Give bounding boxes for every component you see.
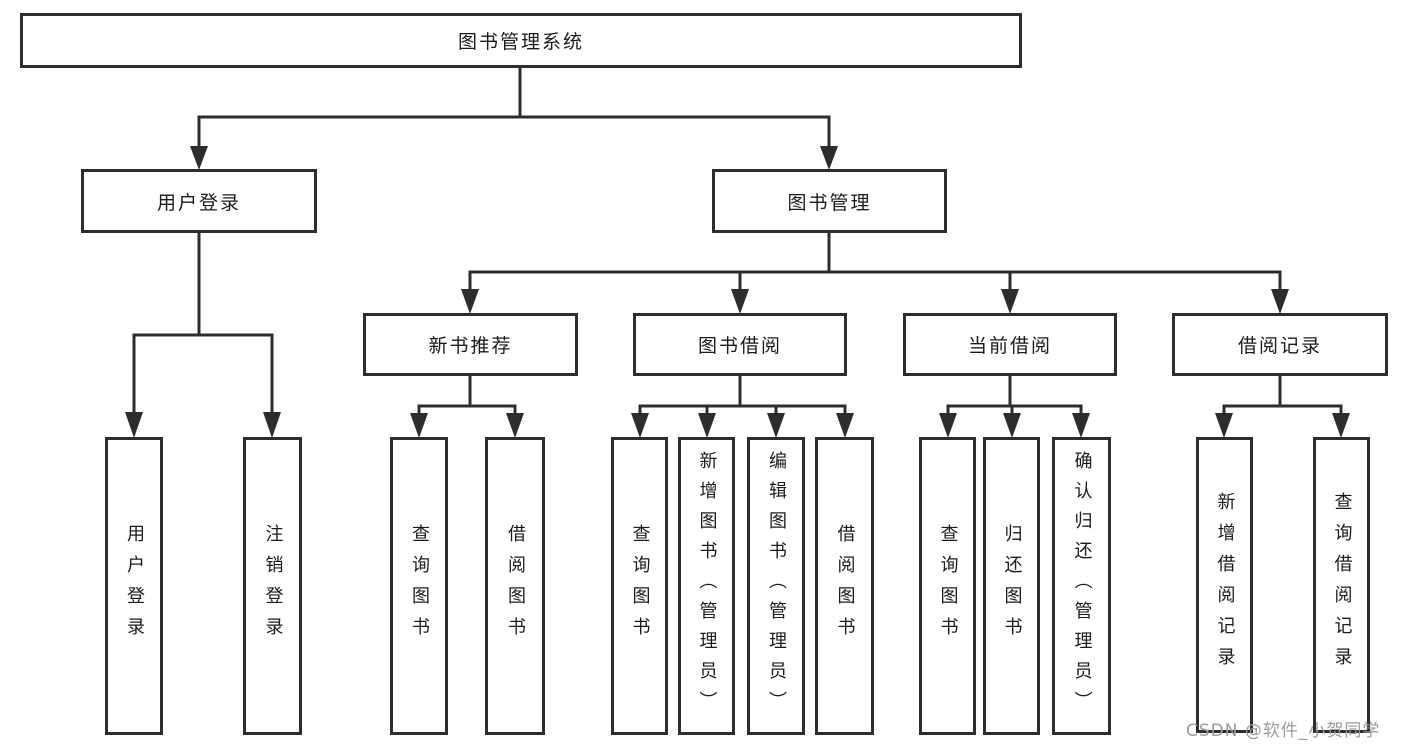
node-leaf-query-record-label: 查询借阅记录 xyxy=(1331,492,1353,678)
connector-new-books-children xyxy=(417,376,517,415)
node-root: 图书管理系统 xyxy=(20,13,1022,68)
node-leaf-query-books-1-label: 查询图书 xyxy=(409,524,430,648)
node-leaf-query-books-2-label: 查询图书 xyxy=(629,524,651,648)
node-leaf-query-record: 查询借阅记录 xyxy=(1313,437,1370,733)
node-leaf-return-books: 归还图书 xyxy=(983,437,1040,735)
node-book-borrow-label: 图书借阅 xyxy=(697,335,782,357)
node-leaf-borrow-books-2-label: 借阅图书 xyxy=(834,524,856,648)
node-leaf-add-books: 新增图书（管理员） xyxy=(678,437,735,735)
node-leaf-query-books-1: 查询图书 xyxy=(390,437,448,735)
node-book-mgmt-label: 图书管理 xyxy=(787,191,872,214)
node-leaf-edit-books-label: 编辑图书（管理员） xyxy=(766,451,787,721)
connector-user-login-children xyxy=(132,233,274,414)
arrowheads xyxy=(125,146,1350,438)
node-leaf-logout: 注销登录 xyxy=(243,437,302,735)
node-leaf-query-books-3-label: 查询图书 xyxy=(937,524,959,648)
node-leaf-add-record-label: 新增借阅记录 xyxy=(1214,492,1236,678)
connector-book-borrow-children xyxy=(638,376,847,415)
node-book-borrow: 图书借阅 xyxy=(633,313,847,376)
node-leaf-borrow-books-2: 借阅图书 xyxy=(815,437,874,735)
node-leaf-confirm-return-label: 确认归还（管理员） xyxy=(1071,451,1093,721)
node-leaf-return-books-label: 归还图书 xyxy=(1001,524,1023,648)
node-leaf-edit-books: 编辑图书（管理员） xyxy=(747,437,805,735)
node-current-borrow-label: 当前借阅 xyxy=(967,335,1052,357)
node-leaf-borrow-books-1: 借阅图书 xyxy=(485,437,545,735)
node-new-books: 新书推荐 xyxy=(363,313,578,376)
connector-borrow-records-children xyxy=(1222,376,1343,415)
node-new-books-label: 新书推荐 xyxy=(428,335,513,357)
node-user-login-label: 用户登录 xyxy=(156,191,241,214)
connector-root-to-level2 xyxy=(197,68,831,148)
node-leaf-user-login-label: 用户登录 xyxy=(124,524,145,648)
node-leaf-query-books-2: 查询图书 xyxy=(611,437,668,735)
node-leaf-borrow-books-1-label: 借阅图书 xyxy=(505,524,526,648)
node-book-mgmt: 图书管理 xyxy=(712,169,947,233)
node-borrow-records-label: 借阅记录 xyxy=(1237,335,1322,357)
node-leaf-logout-label: 注销登录 xyxy=(262,524,284,648)
node-leaf-confirm-return: 确认归还（管理员） xyxy=(1052,437,1111,735)
node-leaf-user-login: 用户登录 xyxy=(105,437,163,735)
node-leaf-add-record: 新增借阅记录 xyxy=(1196,437,1253,733)
node-user-login: 用户登录 xyxy=(81,169,317,233)
connector-current-borrow-children xyxy=(946,376,1083,415)
node-current-borrow: 当前借阅 xyxy=(903,313,1117,376)
watermark: CSDN @软件_小贺同学 xyxy=(1186,721,1381,741)
connector-book-mgmt-children xyxy=(468,233,1282,291)
node-leaf-query-books-3: 查询图书 xyxy=(919,437,976,735)
node-root-label: 图书管理系统 xyxy=(457,31,584,53)
node-borrow-records: 借阅记录 xyxy=(1172,313,1388,376)
node-leaf-add-books-label: 新增图书（管理员） xyxy=(696,451,718,721)
